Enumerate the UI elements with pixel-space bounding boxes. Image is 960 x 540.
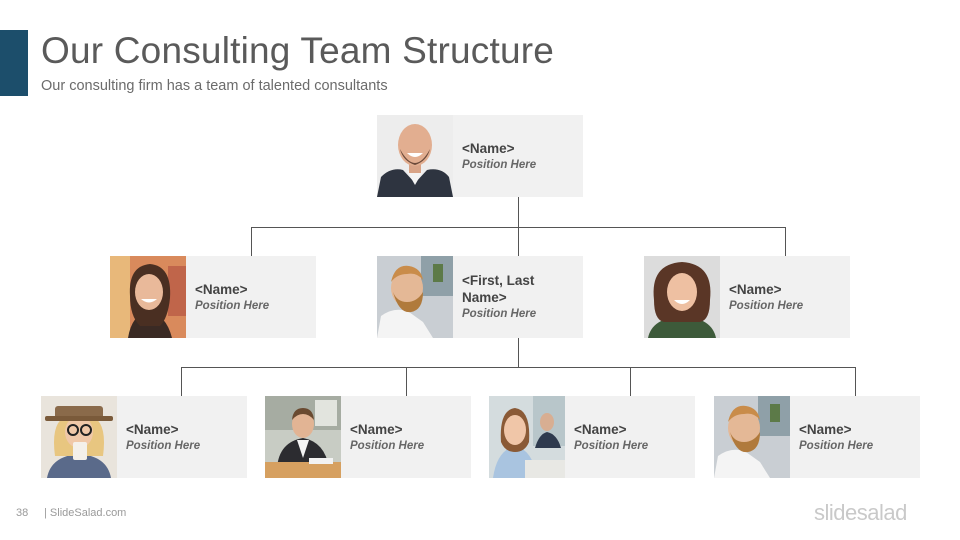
org-card-bottom-1: <Name> Position Here	[41, 396, 247, 478]
org-card-bottom-2: <Name> Position Here	[265, 396, 471, 478]
businessman-at-desk-photo	[265, 396, 341, 478]
card-name: <Name>	[462, 140, 515, 156]
page-number: 38	[16, 507, 29, 519]
card-position: Position Here	[195, 299, 270, 312]
card-name: <Name>	[799, 421, 852, 437]
page-subtitle: Our consulting firm has a team of talent…	[41, 78, 388, 94]
page-title: Our Consulting Team Structure	[41, 30, 555, 71]
card-position: Position Here	[729, 299, 804, 312]
org-card-middle-1: <Name> Position Here	[110, 256, 316, 338]
bald-smiling-man-photo	[377, 115, 453, 197]
curly-hair-woman-photo	[644, 256, 720, 338]
card-position: Position Here	[799, 439, 874, 452]
card-name: <First, Last Name>	[462, 273, 535, 305]
title-accent-bar	[0, 30, 28, 96]
card-position: Position Here	[462, 158, 537, 171]
org-card-top: <Name> Position Here	[377, 115, 583, 197]
brand-logo: slidesalad	[814, 500, 907, 525]
bearded-man-photo	[377, 256, 453, 338]
footer-website: | SlideSalad.com	[44, 507, 127, 519]
card-name: <Name>	[195, 281, 248, 297]
org-card-bottom-3: <Name> Position Here	[489, 396, 695, 478]
card-position: Position Here	[462, 308, 537, 320]
org-card-middle-3: <Name> Position Here	[644, 256, 850, 338]
card-position: Position Here	[126, 439, 201, 452]
card-name: <Name>	[729, 281, 782, 297]
org-card-middle-2: <First, Last Name> Position Here	[377, 256, 583, 338]
woman-with-hat-and-cup-photo	[41, 396, 117, 478]
card-position: Position Here	[574, 439, 649, 452]
bearded-man-photo	[714, 396, 790, 478]
card-name: <Name>	[126, 421, 179, 437]
card-position: Position Here	[350, 439, 425, 452]
businesswoman-in-office-photo	[489, 396, 565, 478]
org-card-bottom-4: <Name> Position Here	[714, 396, 920, 478]
card-name: <Name>	[574, 421, 627, 437]
card-name: <Name>	[350, 421, 403, 437]
smiling-woman-photo	[110, 256, 186, 338]
